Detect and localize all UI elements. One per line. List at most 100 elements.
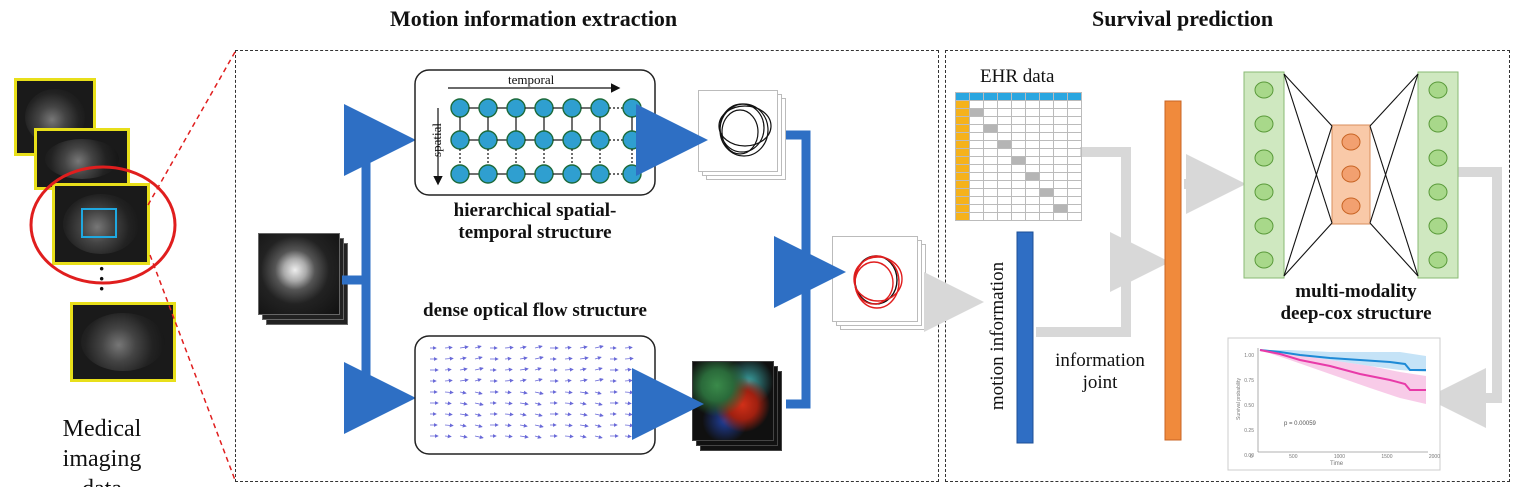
flow-vector (594, 367, 603, 371)
ellipsis-dots: ··· (98, 256, 106, 301)
ehr-cell (983, 188, 998, 197)
hier-node (478, 130, 498, 150)
flow-vector (624, 412, 633, 417)
ehr-cell (1053, 132, 1068, 141)
ehr-cell (969, 124, 984, 133)
hier-label-line1: hierarchical spatial- (453, 200, 617, 221)
ehr-cell (1067, 212, 1082, 221)
hier-node (478, 98, 498, 118)
flow-vector (564, 434, 574, 439)
arrow-to-hier (342, 104, 416, 285)
flow-vector (519, 378, 527, 383)
cox-input-node (1254, 115, 1274, 133)
ehr-cell (1053, 124, 1068, 133)
ehr-cell (1039, 148, 1054, 157)
ehr-cell (1039, 188, 1054, 197)
flow-vector (594, 402, 603, 406)
ehr-cell (997, 172, 1012, 181)
flow-vector (594, 390, 602, 395)
merged-contour-sketch (853, 255, 903, 309)
ehr-cell (1067, 164, 1082, 173)
km-xtick: 2000 (1428, 454, 1440, 460)
km-pvalue: p = 0.00059 (1284, 421, 1316, 427)
flow-vector (534, 367, 542, 372)
ehr-cell (1039, 92, 1054, 101)
flow-vector (444, 356, 454, 361)
ehr-cell (983, 212, 998, 221)
flow-vector (579, 412, 588, 417)
flow-vector (474, 391, 483, 395)
ehr-cell (969, 148, 984, 157)
ehr-cell (1067, 188, 1082, 197)
ehr-row (955, 156, 1082, 165)
ehr-cell (1025, 124, 1040, 133)
hier-node (590, 164, 610, 184)
flow-vector (474, 424, 483, 428)
ehr-row (955, 124, 1082, 133)
ehr-cell (983, 132, 998, 141)
cox-connections (1283, 73, 1419, 277)
km-plot-axes (1257, 348, 1428, 453)
cox-input-node (1254, 183, 1274, 201)
ehr-cell (983, 92, 998, 101)
flow-vector (444, 345, 453, 350)
flow-vector (459, 423, 467, 428)
flow-vector (474, 378, 482, 383)
ehr-cell (983, 108, 998, 117)
flow-vector (504, 423, 512, 428)
survival-section-title: Survival prediction (1092, 6, 1274, 31)
ehr-cell (969, 108, 984, 117)
ehr-cell (969, 156, 984, 165)
km-xtick: 1500 (1381, 454, 1393, 460)
km-xtick: 0 (1250, 454, 1253, 460)
arrow-to-flow (344, 280, 416, 434)
hier-node (450, 130, 470, 150)
ehr-cell (1053, 172, 1068, 181)
ehr-cell (1067, 196, 1082, 205)
ehr-row (955, 132, 1082, 141)
ehr-cell (1011, 132, 1026, 141)
ehr-row (955, 92, 1082, 101)
ehr-cell (1039, 204, 1054, 213)
flow-vector (534, 413, 543, 417)
flow-vector (564, 367, 574, 372)
ehr-cell (997, 92, 1012, 101)
cox-nodes (1254, 81, 1448, 269)
ehr-cell (969, 212, 984, 221)
ehr-cell (1039, 196, 1054, 205)
ehr-cell (1011, 204, 1026, 213)
ehr-cell (1053, 148, 1068, 157)
cox-structure-label: multi-modality deep-cox structure (1250, 281, 1462, 325)
ehr-cell (1039, 116, 1054, 125)
flow-vector (459, 412, 469, 417)
ehr-cell (1025, 164, 1040, 173)
ehr-cell (997, 196, 1012, 205)
ehr-cell (997, 212, 1012, 221)
flow-vector (519, 367, 529, 372)
ehr-cell (1067, 100, 1082, 109)
ehr-cell (1067, 92, 1082, 101)
ehr-row (955, 116, 1082, 125)
zoom-line-bottom (149, 254, 236, 481)
highlight-ellipse (29, 165, 177, 285)
ehr-cell (955, 164, 970, 173)
flow-vector (459, 367, 468, 372)
flow-vector (534, 355, 544, 360)
ehr-cell (997, 116, 1012, 125)
mri-frame-3 (52, 183, 150, 265)
ehr-cell (955, 92, 970, 101)
ehr-cell (1011, 108, 1026, 117)
ehr-cell (955, 188, 970, 197)
flow-vector (444, 434, 452, 439)
survival-prediction-box (945, 50, 1510, 482)
flow-vector (519, 423, 528, 428)
ehr-cell (1039, 132, 1054, 141)
flow-vector-field (430, 344, 634, 440)
km-ytick-labels: 1.00 0.75 0.50 0.25 0.00 (1232, 344, 1254, 469)
ehr-row (955, 100, 1082, 109)
km-blue-curve (1259, 349, 1426, 371)
hier-node (534, 164, 554, 184)
ehr-cell (955, 140, 970, 149)
ehr-cell (1025, 212, 1040, 221)
ehr-cell (1053, 108, 1068, 117)
